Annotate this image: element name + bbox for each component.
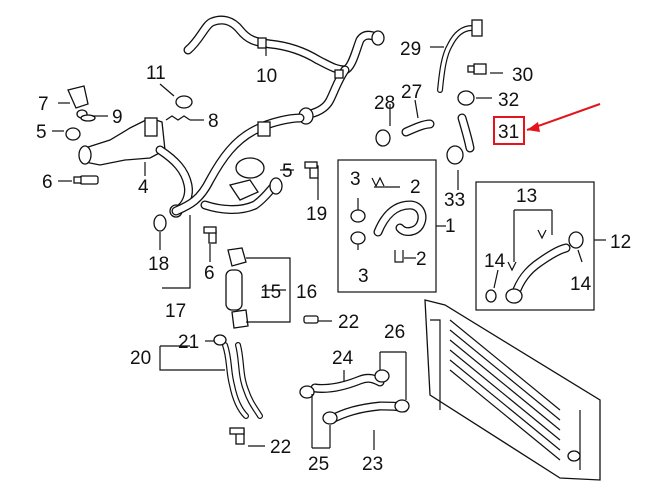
left-small-parts [65,85,319,244]
label-part-3: 3 [350,169,361,190]
label-part-6: 6 [204,263,215,284]
label-part-4: 4 [138,177,149,198]
label-part-5: 5 [36,122,47,143]
label-part-14: 14 [484,251,506,272]
label-part-33: 33 [444,190,465,211]
coolant-flange-pipe [78,117,193,218]
label-part-29: 29 [400,39,421,60]
label-part-3: 3 [358,266,369,287]
hose-15 [225,247,249,329]
label-part-10: 10 [256,66,277,87]
label-part-18: 18 [148,254,169,275]
label-part-32: 32 [498,90,519,111]
label-part-2: 2 [410,177,421,198]
label-part-17: 17 [165,301,186,322]
box-part-12 [475,181,595,311]
label-part-28: 28 [374,93,395,114]
label-part-27: 27 [401,82,422,103]
label-part-26: 26 [384,322,405,343]
radiator [424,299,601,481]
label-part-22: 22 [270,437,291,458]
pipe-20 [213,315,319,445]
label-part-21: 21 [178,332,199,353]
label-part-7: 7 [38,94,49,115]
label-part-14: 14 [570,274,592,295]
label-part-15: 15 [260,282,281,303]
label-part-16: 16 [296,282,317,303]
label-part-6: 6 [42,172,53,193]
label-part-24: 24 [332,348,354,369]
label-part-25: 25 [308,454,329,475]
coolant-pipe-17 [171,113,305,216]
label-part-1: 1 [445,216,456,237]
label-part-30: 30 [512,65,533,86]
label-part-12: 12 [610,232,631,253]
label-part-2: 2 [416,249,427,270]
label-part-31: 31 [498,122,519,143]
label-part-20: 20 [130,348,151,369]
label-part-23: 23 [362,454,383,475]
part-labels: 1 2 2 3 3 4 5 5 6 6 7 8 9 10 11 12 13 14… [36,39,631,475]
label-part-13: 13 [516,186,537,207]
label-part-22: 22 [338,312,359,333]
upper-coolant-hose [183,15,385,125]
label-part-19: 19 [306,204,327,225]
label-part-5: 5 [282,161,293,182]
label-part-11: 11 [146,63,166,84]
leader-lines [52,46,606,450]
label-part-9: 9 [112,107,123,128]
upper-right-parts [375,19,487,165]
highlight-part-31 [493,103,601,145]
label-part-8: 8 [208,111,219,132]
lower-hoses [299,369,410,425]
